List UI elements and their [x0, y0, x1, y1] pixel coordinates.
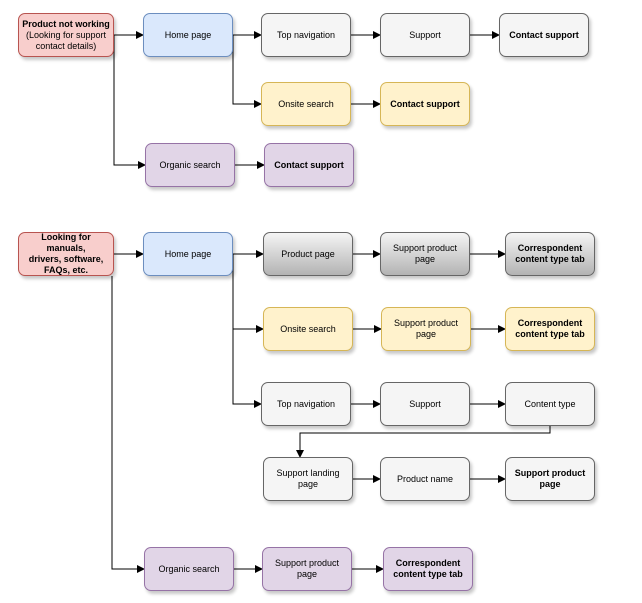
node-top-navigation-1: Top navigation [261, 13, 351, 57]
node-home-page-1: Home page [143, 13, 233, 57]
node-support-product-page-3: Support product page [505, 457, 595, 501]
node-contact-support-3: Contact support [264, 143, 354, 187]
edge-home2-onsite2 [232, 254, 264, 333]
node-correspondent-tab-3: Correspondent content type tab [383, 547, 473, 591]
node-support-1: Support [380, 13, 470, 57]
node-label: Product page [281, 248, 335, 259]
node-product-name: Product name [380, 457, 470, 501]
node-label: Onsite search [278, 98, 334, 109]
node-product-not-working: Product not working (Looking for support… [18, 13, 114, 57]
node-home-page-2: Home page [143, 232, 233, 276]
node-label: Support product page [514, 468, 586, 489]
node-looking-for-manuals: Looking for manuals, drivers, software, … [18, 232, 114, 276]
node-correspondent-tab-2: Correspondent content type tab [505, 307, 595, 351]
node-organic-search-1: Organic search [145, 143, 235, 187]
node-label: Product not working [22, 18, 110, 29]
node-onsite-search-1: Onsite search [261, 82, 351, 126]
node-top-navigation-2: Top navigation [261, 382, 351, 426]
node-label: Content type [524, 398, 576, 409]
node-label: Top navigation [276, 398, 336, 409]
node-content-type: Content type [505, 382, 595, 426]
node-contact-support-2: Contact support [380, 82, 470, 126]
node-label: Correspondent content type tab [515, 243, 585, 264]
node-label: Top navigation [276, 29, 336, 40]
node-label: Organic search [158, 563, 220, 574]
node-label: Contact support [390, 98, 460, 109]
node-label: Looking for manuals, drivers, software, … [28, 232, 104, 275]
node-label: Organic search [159, 159, 221, 170]
node-support-product-page-2: Support product page [381, 307, 471, 351]
edge-start1-organic1 [113, 35, 146, 169]
node-label: Contact support [509, 29, 579, 40]
node-label: Support landing page [276, 468, 340, 489]
node-label: Support product page [274, 558, 340, 579]
edge-contenttype-landing [296, 426, 551, 458]
edge-home1-onsite1 [232, 35, 262, 108]
node-correspondent-tab-1: Correspondent content type tab [505, 232, 595, 276]
node-onsite-search-2: Onsite search [263, 307, 353, 351]
node-label: Contact support [274, 159, 344, 170]
node-label: Correspondent content type tab [515, 318, 585, 339]
node-support-landing-page: Support landing page [263, 457, 353, 501]
node-label: Support product page [392, 243, 458, 264]
node-support-2: Support [380, 382, 470, 426]
node-label: Correspondent content type tab [393, 558, 463, 579]
node-contact-support-1: Contact support [499, 13, 589, 57]
node-support-product-page-1: Support product page [380, 232, 470, 276]
node-label: Home page [164, 29, 212, 40]
node-label: Support [409, 398, 441, 409]
node-label: Home page [164, 248, 212, 259]
node-sublabel: (Looking for support contact details) [25, 29, 107, 51]
edge-start2-organic2 [111, 276, 145, 573]
node-organic-search-2: Organic search [144, 547, 234, 591]
node-product-page: Product page [263, 232, 353, 276]
node-label: Onsite search [280, 323, 336, 334]
node-label: Product name [396, 473, 454, 484]
node-label: Support product page [393, 318, 459, 339]
node-support-product-page-4: Support product page [262, 547, 352, 591]
edge-home2-topnav2 [232, 254, 262, 408]
node-label: Support [409, 29, 441, 40]
